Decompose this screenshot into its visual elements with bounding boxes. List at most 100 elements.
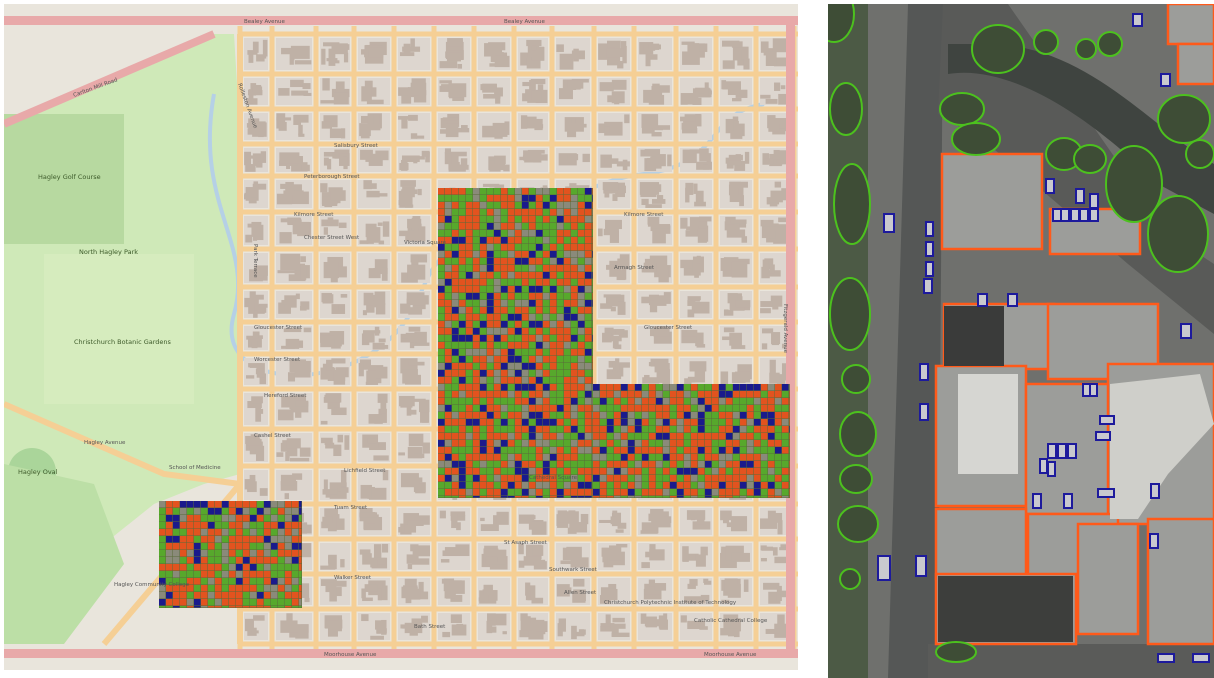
building bbox=[324, 508, 338, 517]
building bbox=[556, 44, 564, 52]
building bbox=[721, 599, 730, 604]
golf-course bbox=[4, 114, 124, 244]
building bbox=[765, 628, 780, 634]
building bbox=[574, 631, 585, 637]
building bbox=[599, 519, 614, 523]
building bbox=[725, 118, 735, 134]
aerial-image[interactable] bbox=[828, 4, 1214, 678]
building bbox=[248, 52, 254, 63]
building bbox=[421, 150, 430, 157]
building bbox=[322, 516, 333, 524]
building bbox=[662, 369, 671, 385]
building bbox=[525, 89, 532, 101]
street-map[interactable]: Bealey Avenue Bealey Avenue Salisbury St… bbox=[4, 4, 798, 670]
building bbox=[331, 358, 346, 364]
building bbox=[323, 151, 341, 157]
building bbox=[569, 522, 588, 533]
building bbox=[408, 361, 425, 366]
building bbox=[502, 631, 507, 635]
tree-outline bbox=[829, 82, 863, 136]
building bbox=[280, 620, 298, 633]
building bbox=[731, 261, 748, 278]
building bbox=[730, 618, 741, 632]
light-roof bbox=[1110, 374, 1214, 519]
building bbox=[375, 582, 383, 589]
building bbox=[776, 376, 787, 381]
building bbox=[727, 583, 741, 598]
building bbox=[283, 328, 302, 333]
building bbox=[367, 365, 384, 373]
tree-outline bbox=[1157, 94, 1211, 144]
aerial-canvas[interactable] bbox=[828, 4, 1214, 678]
building bbox=[302, 83, 311, 90]
building bbox=[359, 123, 371, 137]
building bbox=[244, 297, 259, 308]
car-box bbox=[1052, 208, 1062, 222]
car-box bbox=[1047, 461, 1056, 477]
building bbox=[462, 164, 469, 170]
building bbox=[366, 190, 380, 198]
building bbox=[407, 563, 413, 570]
building bbox=[641, 562, 650, 569]
building bbox=[760, 557, 767, 562]
building bbox=[328, 555, 333, 564]
building bbox=[321, 48, 326, 65]
building bbox=[494, 155, 506, 165]
building bbox=[774, 623, 788, 638]
building bbox=[340, 470, 347, 487]
building bbox=[287, 217, 300, 224]
building bbox=[412, 545, 430, 557]
building bbox=[448, 83, 467, 98]
map-canvas[interactable]: Bealey Avenue Bealey Avenue Salisbury St… bbox=[4, 4, 798, 670]
building bbox=[763, 582, 780, 590]
building bbox=[406, 554, 419, 564]
building bbox=[280, 218, 288, 223]
building bbox=[520, 115, 528, 129]
building bbox=[771, 332, 781, 345]
building bbox=[359, 512, 378, 518]
tree-outline bbox=[839, 411, 877, 457]
tree-outline bbox=[837, 505, 879, 543]
building bbox=[686, 510, 706, 520]
building bbox=[780, 590, 789, 598]
building bbox=[279, 152, 300, 164]
building bbox=[527, 585, 536, 601]
tree-outline bbox=[1075, 38, 1097, 60]
tree-outline bbox=[1033, 29, 1059, 55]
building bbox=[687, 309, 695, 318]
building bbox=[410, 133, 418, 139]
building bbox=[247, 50, 258, 55]
building bbox=[251, 341, 258, 349]
tree-outline bbox=[839, 464, 873, 494]
building-outline bbox=[1176, 42, 1214, 86]
building bbox=[255, 405, 262, 422]
street-ew bbox=[240, 173, 798, 179]
carlton-mill-road bbox=[4, 30, 216, 128]
building bbox=[720, 510, 732, 521]
building bbox=[532, 545, 544, 556]
building-outline bbox=[940, 152, 1044, 251]
building bbox=[615, 358, 620, 371]
building bbox=[693, 183, 698, 194]
building bbox=[253, 615, 265, 621]
building bbox=[411, 156, 425, 160]
building bbox=[299, 447, 311, 457]
building bbox=[325, 494, 331, 498]
building bbox=[558, 88, 573, 100]
building bbox=[450, 515, 466, 521]
building bbox=[376, 628, 387, 634]
building bbox=[408, 114, 418, 121]
building bbox=[408, 326, 421, 332]
building bbox=[522, 616, 531, 624]
building bbox=[406, 588, 421, 600]
building bbox=[531, 521, 547, 535]
building bbox=[695, 190, 704, 203]
building bbox=[503, 164, 510, 172]
building bbox=[696, 255, 701, 264]
building bbox=[245, 618, 254, 632]
building bbox=[482, 183, 500, 187]
car-box bbox=[1082, 383, 1091, 397]
building bbox=[343, 156, 348, 170]
building bbox=[341, 128, 346, 139]
street-ns bbox=[269, 26, 275, 654]
